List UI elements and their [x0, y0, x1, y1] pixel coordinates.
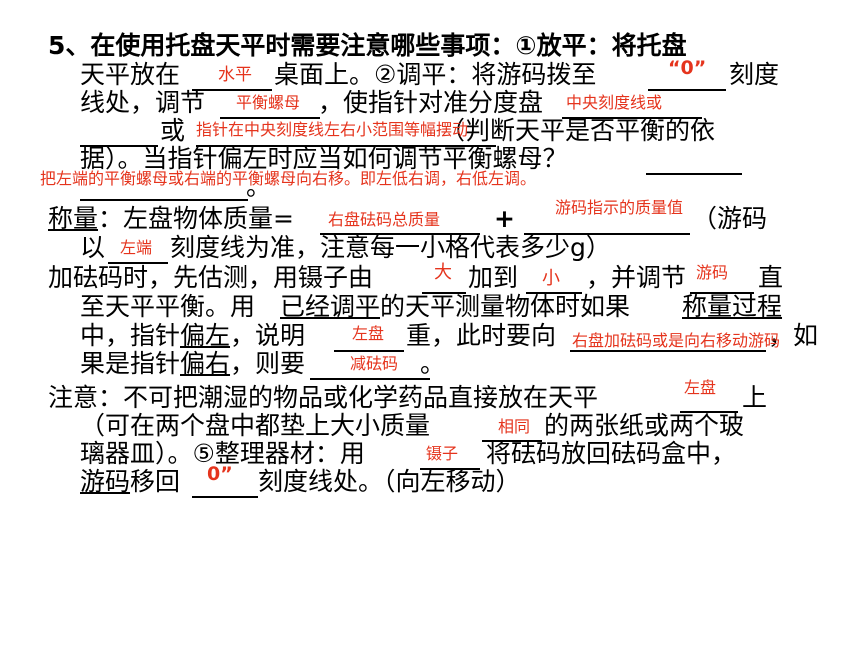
text-segment: ：左盘物体质量=	[98, 204, 294, 233]
blank-line	[680, 411, 738, 413]
blank-line	[482, 440, 542, 442]
text-segment: 称量过程	[682, 292, 783, 321]
blank-line	[524, 233, 690, 235]
blank-line	[420, 468, 480, 470]
blank-line	[220, 117, 320, 119]
text-segment: 据）。当指针偏左时应当如何调节平衡螺母？	[80, 144, 568, 173]
text-segment: 。	[420, 349, 446, 378]
text-segment: 以	[80, 233, 106, 262]
text-segment: 。	[246, 172, 272, 201]
blank-line	[562, 117, 702, 119]
answer-text: 减砝码	[350, 354, 399, 373]
answer-text: 小	[542, 268, 560, 289]
answer-text: 镊子	[426, 444, 459, 463]
blank-line	[80, 199, 248, 201]
answer-text: 游码指示的质量值	[555, 198, 684, 217]
text-segment: 璃器皿）。⑤整理器材：用	[80, 439, 365, 468]
answer-text: 右盘加砝码或是向右移动游码	[572, 331, 781, 350]
answer-text: 把左端的平衡螺母或右端的平衡螺母向右移。即左低右调，右低左调。	[40, 169, 537, 188]
answer-text: “0”	[668, 57, 707, 79]
blank-line	[334, 350, 404, 352]
text-segment: 或	[160, 116, 186, 145]
text-segment: 加到	[468, 263, 519, 292]
text-segment: 加砝码时，先估测，用镊子由	[48, 263, 374, 292]
text-segment: 游码	[80, 467, 131, 496]
text-segment: 刻度线处。（向左移动）	[258, 467, 521, 496]
blank-line	[646, 173, 742, 175]
answer-text: 平衡螺母	[236, 93, 301, 112]
blank-line	[526, 292, 582, 294]
text-segment: 注意：不可把潮湿的物品或化学药品直接放在天平	[48, 383, 599, 412]
text-segment: 上	[742, 383, 768, 412]
answer-text: 中央刻度线或	[566, 93, 663, 112]
text-segment: 移回	[130, 467, 181, 496]
answer-text: 水平	[218, 65, 252, 85]
text-segment: 称量	[48, 204, 99, 233]
text-segment: 中，指针	[80, 321, 181, 350]
answer-text: 0”	[207, 463, 233, 485]
text-segment: 刻度线为准，注意每一小格代表多少g）	[170, 233, 611, 262]
answer-text: 右盘砝码总质量	[328, 210, 441, 229]
plus-sign: +	[494, 204, 515, 233]
answer-text: 指针在中央刻度线左右小范围等幅摆动	[196, 120, 469, 139]
text-segment: ，说明	[230, 321, 306, 350]
blank-line	[196, 145, 496, 147]
text-segment: 线处，调节	[80, 88, 206, 117]
blank-line	[690, 292, 754, 294]
answer-text: 左盘	[352, 324, 385, 343]
text-segment: 偏右	[180, 349, 231, 378]
text-segment: 重，此时要向	[406, 321, 557, 350]
blank-line	[80, 145, 158, 147]
text-segment: 的两张纸或两个玻	[544, 411, 745, 440]
text-segment: 果是指针	[80, 349, 181, 378]
answer-text: 左盘	[684, 378, 717, 397]
text-segment: （游码	[692, 204, 768, 233]
answer-text: 左端	[120, 238, 153, 257]
answer-text: 大	[434, 262, 452, 283]
blank-line	[570, 350, 766, 352]
text-segment: ，则要	[230, 349, 306, 378]
question-text: 5、在使用托盘天平时需要注意哪些事项：①放平：将托盘	[48, 31, 687, 60]
text-segment: 天平放在	[80, 60, 181, 89]
text-segment: ，使指针对准分度盘	[318, 88, 544, 117]
text-segment: ，如	[768, 321, 819, 350]
text-segment: 桌面上。②调平：将游码拨至	[274, 60, 597, 89]
text-segment: 刻度	[729, 60, 780, 89]
text-segment: 偏左	[180, 321, 231, 350]
text-segment: 将砝码放回砝码盒中，	[486, 439, 737, 468]
text-segment: 至天平平衡。用	[80, 292, 256, 321]
blank-line	[422, 292, 466, 294]
blank-line	[648, 89, 726, 91]
text-segment: 的天平测量物体时如果	[380, 292, 631, 321]
text-segment: 直	[758, 263, 784, 292]
answer-text: 相同	[498, 417, 531, 436]
blank-line	[320, 233, 480, 235]
text-segment: （判断天平是否平衡的依	[440, 116, 716, 145]
text-segment: （可在两个盘中都垫上大小质量	[80, 411, 431, 440]
blank-line	[192, 89, 272, 91]
question-line-1: 5、在使用托盘天平时需要注意哪些事项：①放平：将托盘	[48, 31, 687, 61]
text-segment: 已经调平	[280, 292, 381, 321]
blank-line	[108, 262, 168, 264]
blank-line	[310, 378, 430, 380]
answer-text: 游码	[696, 263, 729, 282]
text-segment: ，并调节	[586, 263, 687, 292]
blank-line	[192, 496, 258, 498]
